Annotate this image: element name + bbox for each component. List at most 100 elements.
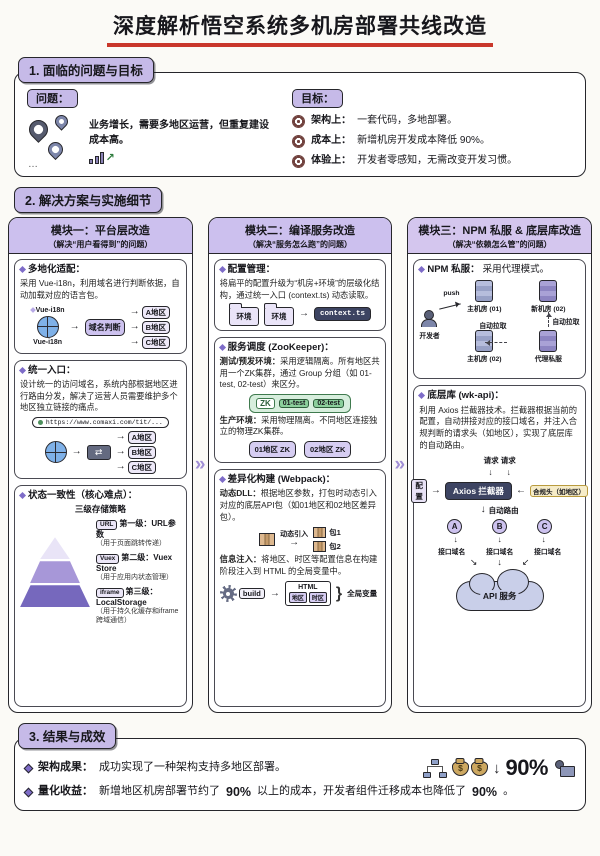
- region-fan: → A地区 → B地区 → C地区: [116, 430, 157, 474]
- build-label: build: [238, 588, 265, 600]
- vuex-chip: Vuex: [96, 553, 120, 565]
- section3-box: 架构成果： 成功实现了一种架构支持多地区部署。 $ $ ↓ 90%: [14, 738, 586, 812]
- block-title-text: 多地化适配：: [28, 264, 86, 275]
- level-name: 第二级：Vuex Store: [96, 552, 173, 574]
- modules-row: 模块一：平台层改造 （解决“用户看得到”的问题） 多地化适配： 采用 Vue-i…: [8, 217, 593, 713]
- auto-pull-label: 自动拉取: [479, 323, 507, 331]
- arrow-right-icon: →: [129, 321, 140, 333]
- block-text: 生产环境：采用物理隔离。不同地区连接独立的物理ZK集群。: [220, 415, 381, 438]
- problem-body: … 业务增长，需要多地区运营，但重复建设成本高。 ↗: [25, 112, 278, 170]
- bar-icon: [89, 159, 93, 164]
- npm-proxy-diagram: 开发者 push 主机房 (01) 新机房 (02): [419, 280, 580, 374]
- dll-diagram: 动态引入 → 包1 包2: [220, 527, 381, 553]
- diamond-bullet-icon: [418, 392, 426, 400]
- region-chip: 地区: [288, 592, 307, 604]
- section1-header-tab: 1. 面临的问题与目标: [18, 57, 154, 83]
- block-text: 将扁平的配置升级为“机房+环境”的层级化结构，通过统一入口 (context.t…: [219, 278, 380, 300]
- module1-header: 模块一：平台层改造 （解决“用户看得到”的问题）: [9, 218, 192, 254]
- diamond-bullet-icon: [23, 763, 34, 773]
- section-results: 3. 结果与成效 架构成果： 成功实现了一种架构支持多地区部署。 $ $: [14, 723, 586, 812]
- block-title-note: 采用代理模式。: [482, 264, 550, 275]
- cloud-icon: API 服务: [455, 568, 544, 611]
- result-label: 架构成果：: [38, 761, 93, 774]
- region-pill: A地区: [141, 305, 170, 319]
- pyramid-level-2: [30, 561, 80, 584]
- goal-item: 成本上： 新增机房开发成本降低 90%。: [292, 134, 573, 148]
- block-title-text: NPM 私服：: [427, 264, 480, 275]
- section-problems-goals: 1. 面临的问题与目标 问题： … 业务增长，需要多地区运营，但重复建设成本高。: [14, 57, 586, 177]
- globe-group: Vue-i18n Vue-i18n: [29, 307, 65, 346]
- fan-row: → B地区: [129, 320, 170, 334]
- block-title: 底层库 (wk-api)：: [418, 390, 580, 402]
- node-b: B: [492, 518, 508, 534]
- package-item: 包1: [313, 527, 341, 539]
- goal-item: 体验上： 开发者零感知，无需改变开发习惯。: [292, 154, 573, 168]
- auto-pull-label: 自动拉取: [552, 319, 580, 327]
- module-gap: »: [193, 217, 208, 713]
- zk-group-chip: 01-test: [278, 398, 310, 408]
- problem-panel: 问题： … 业务增长，需要多地区运营，但重复建设成本高。: [25, 89, 278, 170]
- module3-header: 模块三：NPM 私服 & 底层库改造 （解决“依赖怎么管”的问题）: [408, 218, 592, 254]
- globe-icon: [36, 316, 59, 339]
- region-pill: B地区: [127, 445, 157, 459]
- arrow-right-icon: →: [289, 537, 300, 549]
- text-lead: 动态DLL：: [219, 488, 261, 499]
- tree-node: [422, 771, 431, 778]
- diamond-bullet-icon: [18, 265, 27, 274]
- converge-arrows: ↘ ↓ ↙: [470, 557, 530, 567]
- vue-i18n-label: Vue-i18n: [29, 307, 65, 315]
- money-bag-icon: $: [451, 760, 469, 776]
- section-solutions-header: 2. 解决方案与实施细节: [14, 187, 586, 213]
- map-pins-icon: …: [25, 112, 79, 170]
- folder-icon: 环境: [228, 302, 259, 326]
- block-title-text: 差异化构建 (Webpack)：: [227, 473, 336, 485]
- arrow-down-icon: ↓: [453, 534, 458, 544]
- node-c: C: [537, 518, 553, 534]
- module3-body: NPM 私服： 采用代理模式。 开发者 push 主机房 (01): [408, 254, 591, 712]
- block-text: 测试/预发环境：采用逻辑隔离。所有地区共用一个ZK集群，通过 Group 分组（…: [220, 356, 381, 391]
- server-main02: 主机房 (02): [455, 330, 513, 363]
- tree-node: [438, 771, 447, 778]
- arrow-down-icon: ↓: [506, 467, 511, 478]
- pyramid-level-1: [40, 537, 70, 560]
- block-text: 采用 Vue-i18n，利用域名进行判断依据，自动加载对应的语言包。: [20, 278, 180, 300]
- goal-text: 开发者零感知，无需改变开发习惯。: [357, 155, 518, 166]
- compliance-header-chip: 合规头（如地区）: [529, 484, 588, 497]
- config-chip: 配置: [411, 478, 427, 503]
- server-proxy: 代理私服: [519, 330, 577, 363]
- server-caption: 新机房 (02): [531, 306, 566, 314]
- config-diagram: 环境 环境 → context.ts: [220, 302, 381, 326]
- developer-at-laptop-icon: [553, 759, 575, 777]
- goal-prefix: 成本上：: [311, 135, 352, 146]
- map-pin-icon: [25, 116, 52, 143]
- goals-panel: 目标： 架构上： 一套代码，多地部署。 成本上： 新增机房开发成本降低 90%。…: [286, 89, 573, 168]
- region-pill: A地区: [127, 430, 157, 444]
- block-title: 差异化构建 (Webpack)：: [218, 473, 381, 486]
- module2-subtitle: （解决“服务怎么跑”的问题）: [248, 240, 352, 249]
- i18n-diagram: Vue-i18n Vue-i18n → 域名判断 → A地区: [20, 305, 181, 349]
- fan-row: → C地区: [130, 335, 170, 349]
- arrow-right-icon: →: [299, 307, 309, 319]
- arrow-down-icon: ↓: [541, 534, 546, 544]
- arrow-left-icon: ←: [515, 484, 526, 496]
- region-pill: B地区: [141, 320, 170, 334]
- sparkle-icon: [29, 307, 36, 314]
- server-icon: [539, 330, 558, 353]
- global-var-label: 全局变量: [347, 589, 378, 599]
- zk-prod-box: 02地区 ZK: [304, 440, 352, 458]
- module3-subtitle: （解决“依赖怎么管”的问题）: [447, 240, 552, 249]
- zk-test-cluster: ZK 01-test 02-test: [220, 393, 381, 413]
- zk-prod-box: 01地区 ZK: [248, 440, 296, 458]
- block-title: 统一入口：: [18, 365, 181, 377]
- url-bar: https://www.comaxi.com/tit/...: [31, 416, 169, 428]
- timezone-chip: 时区: [308, 592, 327, 604]
- auto-pull-arrow: [485, 339, 508, 346]
- context-ts-box: context.ts: [314, 306, 372, 321]
- text-rest: 采用逻辑隔离。所有地区共用一个ZK集群，通过 Group 分组（如 01-tes…: [219, 355, 380, 390]
- block-npm-registry: NPM 私服： 采用代理模式。 开发者 push 主机房 (01): [413, 259, 587, 380]
- block-title: 状态一致性（核心难点）：: [18, 490, 181, 502]
- package-label: 包2: [329, 542, 341, 552]
- gear-icon: [219, 585, 237, 603]
